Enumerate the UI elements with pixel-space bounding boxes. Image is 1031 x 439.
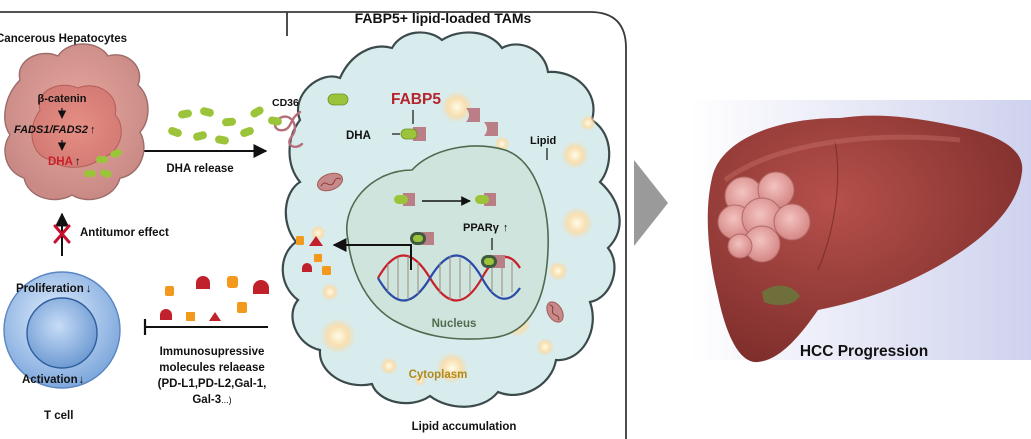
nucleus-label: Nucleus <box>432 318 477 330</box>
cytoplasm-label: Cytoplasm <box>409 369 468 381</box>
fads-text: FADS1/FADS2 <box>14 124 88 136</box>
antitumor-label: Antitumor effect <box>80 227 169 239</box>
fads-up-arrow: ↑ <box>90 124 96 136</box>
ppar-up-arrow: ↑ <box>503 222 509 234</box>
secreted-molecules-internal <box>296 236 331 275</box>
lipid-accumulation-label: Lipid accumulation <box>412 421 517 433</box>
hepatocyte-dha-arrow: ↑ <box>75 156 81 168</box>
hepatocyte-title: Cancerous Hepatocytes <box>0 33 127 45</box>
t-cell <box>3 271 121 389</box>
secreted-molecules-external <box>160 276 269 321</box>
inhibition-arrow <box>143 319 268 335</box>
hepatocyte-cell <box>4 43 149 201</box>
activation-arrow: ↓ <box>79 374 85 386</box>
beta-catenin-label: β-catenin <box>38 93 87 105</box>
macrophage-arrows <box>332 110 548 270</box>
ppar-text: PPARγ <box>463 222 500 234</box>
cd36-receptor <box>273 110 304 148</box>
immuno-line-4-text: Gal-3 <box>192 394 221 406</box>
fabp5-label: FABP5 <box>391 91 441 108</box>
cd36-label: CD36 <box>272 97 299 109</box>
progression-arrow <box>634 160 668 246</box>
immuno-line-3: (PD-L1,PD-L2,Gal-1, <box>158 378 267 390</box>
nucleus <box>346 145 549 340</box>
fads-label: FADS1/FADS2↑ <box>14 124 95 136</box>
hepatocyte-dha-text: DHA <box>48 156 73 168</box>
immuno-text-block: Immunosupressive molecules relaease (PD-… <box>158 346 267 406</box>
immuno-line-4-tail: ...) <box>221 395 232 405</box>
immuno-line-2: molecules relaease <box>159 362 265 374</box>
mitochondria <box>316 172 564 323</box>
ppar-label: PPARγ↑ <box>463 222 508 234</box>
proliferation-label: Proliferation↓ <box>16 283 91 295</box>
liver-tumor <box>717 171 811 263</box>
dha-release-label: DHA release <box>166 163 233 175</box>
lipid-label: Lipid <box>530 135 556 147</box>
activation-label: Activation↓ <box>22 374 84 386</box>
tam-panel <box>286 11 627 439</box>
t-cell-label: T cell <box>44 410 73 422</box>
immuno-line-1: Immunosupressive <box>160 346 265 358</box>
fabp5-proteins <box>394 108 505 268</box>
tam-panel-title: FABP5+ lipid-loaded TAMs <box>355 10 532 26</box>
lipid-droplets <box>310 91 596 386</box>
hepatocyte-dha-label: DHA↑ <box>48 156 81 168</box>
proliferation-text: Proliferation <box>16 283 84 295</box>
antitumor-arrow <box>53 212 71 256</box>
macrophage-dha-label: DHA <box>346 130 371 142</box>
hcc-progression-label: HCC Progression <box>800 343 928 360</box>
proliferation-arrow: ↓ <box>86 283 92 295</box>
immuno-line-4: Gal-3...) <box>192 394 231 406</box>
activation-text: Activation <box>22 374 78 386</box>
dha-molecules-extracellular <box>168 93 349 145</box>
